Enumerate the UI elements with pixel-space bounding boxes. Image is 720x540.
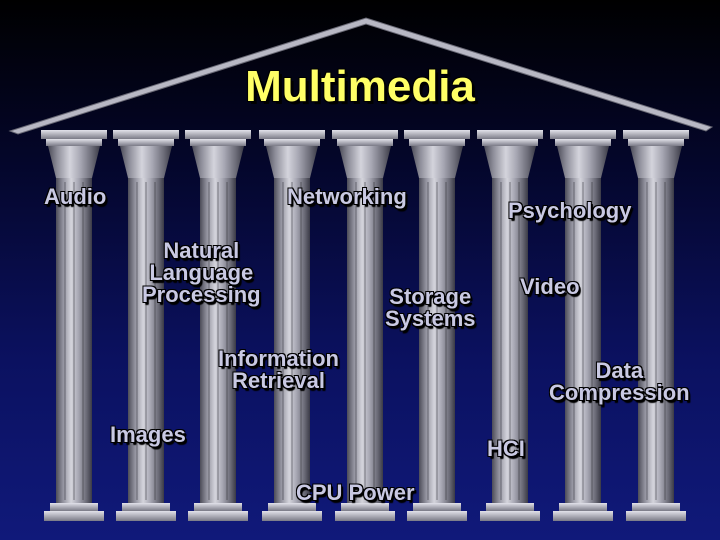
pillar-neck <box>48 146 100 178</box>
pillar-capital-lower <box>555 139 611 146</box>
pillar-capital-lower <box>46 139 102 146</box>
pillar-capital-lower <box>628 139 684 146</box>
topic-images: Images <box>110 422 186 447</box>
pillar-base <box>50 503 98 511</box>
pillar-neck <box>192 146 244 178</box>
pillar-capital-lower <box>482 139 538 146</box>
pillar-plinth <box>480 511 540 521</box>
pillar-shaft <box>274 178 310 503</box>
pillar-6 <box>404 130 470 521</box>
topic-natural-language-processing: Natural Language Processing <box>142 238 261 307</box>
pillar-plinth <box>407 511 467 521</box>
pillar-shaft <box>347 178 383 503</box>
pillar-7 <box>477 130 543 521</box>
pillar-neck <box>411 146 463 178</box>
pillar-base <box>486 503 534 511</box>
pillar-shaft <box>128 178 164 503</box>
pillar-base <box>632 503 680 511</box>
pillar-neck <box>339 146 391 178</box>
topic-storage-systems: Storage Systems <box>385 284 476 331</box>
pillar-capital-lower <box>409 139 465 146</box>
pillar-capital <box>185 130 251 139</box>
pillar-shaft <box>200 178 236 503</box>
pillar-plinth <box>44 511 104 521</box>
pillar-plinth <box>262 511 322 521</box>
pillar-neck <box>557 146 609 178</box>
pillar-neck <box>120 146 172 178</box>
pillar-capital-lower <box>264 139 320 146</box>
pillar-capital-lower <box>190 139 246 146</box>
pillar-base <box>413 503 461 511</box>
topic-networking: Networking <box>287 184 407 209</box>
pillar-capital-lower <box>118 139 174 146</box>
pillar-neck <box>630 146 682 178</box>
pillar-shaft <box>492 178 528 503</box>
topic-information-retrieval: Information Retrieval <box>218 346 339 393</box>
pillar-plinth <box>116 511 176 521</box>
pillar-3 <box>185 130 251 521</box>
pillar-8 <box>550 130 616 521</box>
topic-audio: Audio <box>44 184 107 209</box>
topic-data-compression: Data Compression <box>549 358 690 405</box>
pillar-neck <box>266 146 318 178</box>
temple-roof <box>8 17 714 135</box>
pillar-shaft <box>419 178 455 503</box>
pillar-base <box>268 503 316 511</box>
pillar-4 <box>259 130 325 521</box>
pillar-shaft <box>638 178 674 503</box>
pillar-capital <box>259 130 325 139</box>
pillar-capital <box>623 130 689 139</box>
pillar-2 <box>113 130 179 521</box>
pillar-base <box>194 503 242 511</box>
pillar-capital <box>404 130 470 139</box>
pillar-neck <box>484 146 536 178</box>
pillar-9 <box>623 130 689 521</box>
pillar-capital <box>41 130 107 139</box>
pillar-plinth <box>188 511 248 521</box>
topic-cpu-power: CPU Power <box>296 480 415 505</box>
pillar-capital-lower <box>337 139 393 146</box>
topic-psychology: Psychology <box>508 198 632 223</box>
pillar-base <box>559 503 607 511</box>
pillar-plinth <box>553 511 613 521</box>
topic-hci: HCI <box>487 436 525 461</box>
pillar-base <box>122 503 170 511</box>
pillar-5 <box>332 130 398 521</box>
pillar-base <box>341 503 389 511</box>
pillar-capital <box>477 130 543 139</box>
pillar-plinth <box>335 511 395 521</box>
slide-title: Multimedia <box>245 62 475 111</box>
pillar-shaft <box>565 178 601 503</box>
pillar-plinth <box>626 511 686 521</box>
topic-video: Video <box>520 274 580 299</box>
pillar-1 <box>41 130 107 521</box>
pillar-capital <box>332 130 398 139</box>
pillar-capital <box>550 130 616 139</box>
pillar-shaft <box>56 178 92 503</box>
pillar-capital <box>113 130 179 139</box>
